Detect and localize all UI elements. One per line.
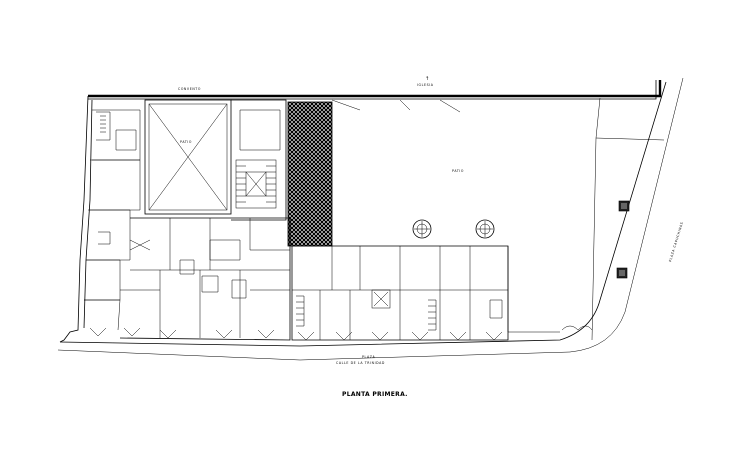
north-marker: ↑ xyxy=(425,76,430,82)
label-calle-bottom: CALLE DE LA TRINIDAD xyxy=(336,361,385,365)
hatched-corridor xyxy=(287,101,333,247)
label-patio-small: PATIO xyxy=(180,140,192,144)
plinth-icon xyxy=(618,200,630,212)
large-patio xyxy=(331,99,560,333)
drawing-title: PLANTA PRIMERA. xyxy=(342,391,408,398)
label-patio-large: PATIO xyxy=(452,169,464,173)
right-dwelling-rows xyxy=(291,245,509,341)
plinth-icon xyxy=(616,267,628,279)
tree-icon xyxy=(412,219,432,239)
label-convento: CONVENTO xyxy=(178,87,201,91)
label-calle-side: PLAZA CAPUCHINAS xyxy=(668,221,684,262)
left-wing-rooms xyxy=(84,109,141,331)
left-block-outline xyxy=(59,95,93,343)
top-boundary-wall xyxy=(88,80,662,100)
facade-windows xyxy=(89,325,593,341)
staircase-block xyxy=(231,99,287,221)
central-rooms xyxy=(119,217,291,341)
tree-icon xyxy=(475,219,495,239)
label-iglesia: IGLESIA xyxy=(417,83,434,87)
small-patio xyxy=(144,99,232,215)
label-plaza: PLAZA xyxy=(362,355,376,359)
right-boundary xyxy=(57,77,684,361)
